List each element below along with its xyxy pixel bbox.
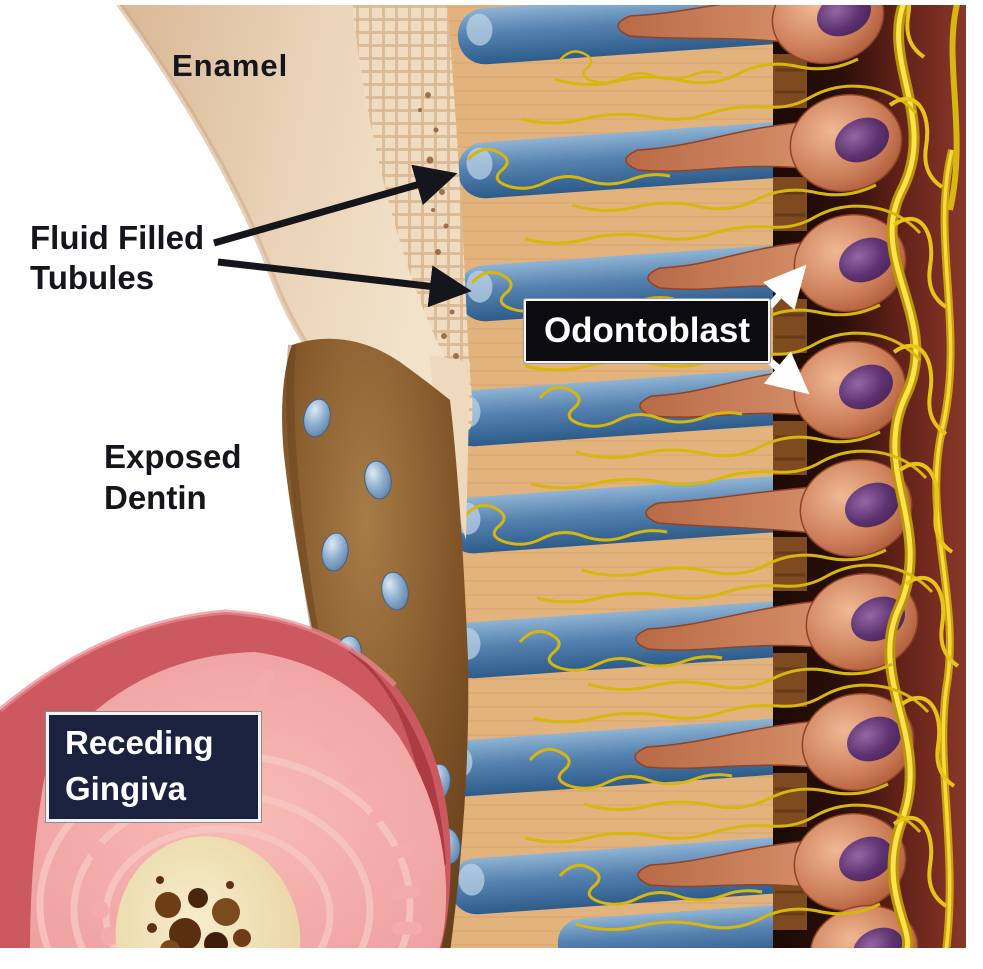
odontoblast-cell [637, 812, 907, 912]
odontoblast-label: Odontoblast [543, 311, 751, 350]
odontoblast-label-box: Odontoblast [524, 299, 770, 363]
fluid-filled-tubules-label: Fluid Filled Tubules [30, 218, 204, 298]
fluid-filled-tubules-label-line2: Tubules [30, 259, 155, 296]
root-marrow-spots [147, 876, 251, 969]
exposed-dentin-label: Exposed Dentin [104, 436, 242, 518]
root-cross-section [115, 836, 301, 969]
receding-gingiva-label-line1: Receding [65, 724, 214, 761]
gum-fringe [86, 670, 422, 945]
tubule-arrow-upper [213, 164, 458, 247]
enamel-label: Enamel [172, 48, 289, 83]
exposed-dentin-label-line2: Dentin [104, 479, 207, 516]
odontoblast-cell [639, 340, 907, 440]
odontoblast-arrow-upper [762, 264, 807, 311]
enamel-surface [116, 0, 456, 430]
odontoblast-arrows [762, 264, 810, 395]
odontoblast-cell [645, 458, 913, 558]
tubule-arrow-lower [217, 258, 472, 308]
receding-gingiva-label-line2: Gingiva [65, 770, 187, 807]
odontoblast-arrow-lower [763, 351, 810, 395]
fluid-filled-tubules-arrows [213, 164, 472, 308]
enamel-rods-texture [352, 0, 473, 430]
odontoblast-cell [634, 692, 915, 792]
receding-gingiva-label-box: Receding Gingiva [46, 712, 261, 822]
odontoblast-cell [625, 93, 903, 193]
nerve-plexus [463, 0, 961, 955]
fluid-filled-tubules-label-line1: Fluid Filled [30, 219, 205, 256]
exposed-dentin-label-line1: Exposed [104, 438, 242, 475]
dentin-stubs [773, 54, 807, 930]
